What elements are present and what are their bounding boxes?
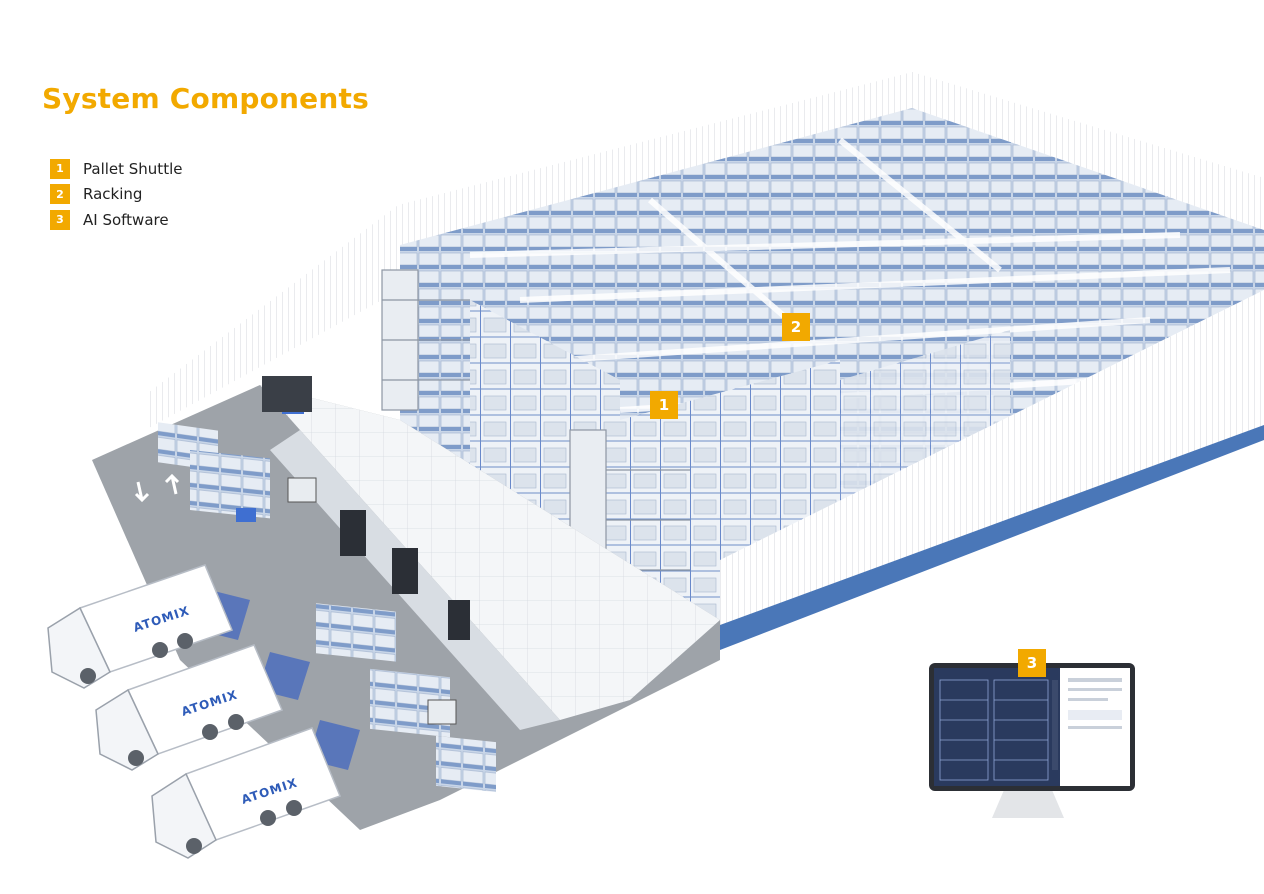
dock-arrows: [134, 473, 180, 503]
work-floor: [260, 385, 720, 720]
marker-racking: 2: [782, 313, 810, 341]
right-wall: [720, 290, 1264, 625]
marker-ai-software: 3: [1018, 649, 1046, 677]
legend-badge: 2: [50, 184, 70, 205]
marker-pallet-shuttle: 1: [650, 391, 678, 419]
rack-aisles: [469, 137, 1231, 413]
software-monitor: [929, 663, 1135, 818]
legend-item-pallet-shuttle: 1 Pallet Shuttle: [50, 156, 182, 182]
software-side-panel: [1068, 678, 1122, 729]
legend-badge: 3: [50, 209, 70, 230]
wall-base-stripe: [720, 420, 1264, 650]
legend-item-ai-software: 3 AI Software: [50, 207, 182, 233]
workstations: [262, 376, 470, 640]
truck-3: [151, 727, 341, 859]
legend-item-racking: 2 Racking: [50, 182, 182, 208]
page-title: System Components: [42, 82, 369, 115]
legend-label: AI Software: [83, 210, 169, 229]
forklifts: [287, 477, 457, 725]
legend-label: Pallet Shuttle: [83, 159, 183, 178]
legend-badge: 1: [50, 158, 70, 179]
left-wall: [145, 205, 400, 430]
legend: 1 Pallet Shuttle 2 Racking 3 AI Software: [50, 156, 182, 233]
truck-1: [47, 564, 233, 689]
truck-2: [95, 644, 284, 771]
legend-label: Racking: [83, 185, 143, 204]
software-map-panel: [934, 668, 1060, 786]
